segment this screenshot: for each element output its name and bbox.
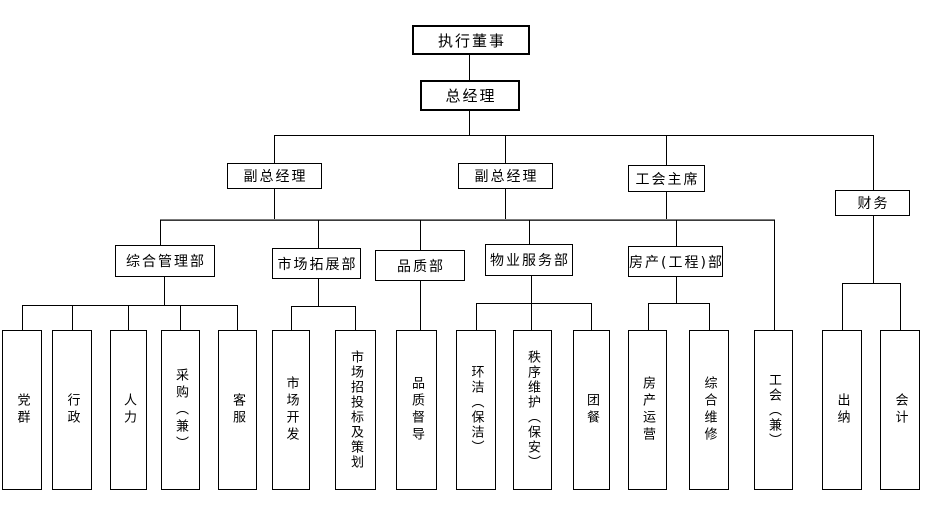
connector-line: [774, 220, 775, 330]
node-cleaning: 环洁（保洁）: [456, 330, 496, 490]
node-market-bidding-planning: 市场招投标及策划: [335, 330, 376, 490]
connector-line: [160, 220, 161, 245]
connector-line: [873, 135, 874, 190]
connector-line: [160, 219, 775, 221]
connector-line: [842, 283, 901, 284]
connector-line: [291, 306, 356, 307]
connector-line: [873, 216, 874, 283]
node-quality-supervision: 品质督导: [396, 330, 437, 490]
node-deputy-gm-2: 副总经理: [458, 163, 553, 189]
node-procurement: 采购（兼）: [161, 330, 200, 490]
node-market-expansion-dept: 市场拓展部: [272, 248, 361, 279]
node-real-estate-engineering-dept: 房产(工程)部: [628, 246, 723, 277]
connector-line: [237, 305, 238, 330]
node-deputy-gm-1: 副总经理: [227, 163, 322, 189]
connector-line: [22, 305, 23, 330]
connector-line: [591, 303, 592, 330]
connector-line: [676, 220, 677, 246]
node-order-maintenance: 秩序维护（保安）: [513, 330, 552, 490]
node-party-mass: 党群: [2, 330, 42, 490]
node-labor-union: 工会（兼）: [754, 330, 793, 490]
connector-line: [72, 305, 73, 330]
node-customer-service: 客服: [218, 330, 257, 490]
connector-line: [842, 283, 843, 330]
connector-line: [648, 303, 649, 330]
connector-line: [709, 303, 710, 330]
node-human-resources: 人力: [110, 330, 147, 490]
node-finance: 财务: [835, 190, 910, 216]
node-comprehensive-maintenance: 综合维修: [689, 330, 729, 490]
connector-line: [22, 305, 238, 306]
connector-line: [648, 303, 709, 304]
connector-line: [476, 303, 591, 304]
connector-line: [274, 135, 874, 136]
connector-line: [505, 189, 506, 220]
node-union-chairman: 工会主席: [628, 165, 705, 192]
connector-line: [900, 283, 901, 330]
node-group-catering: 团餐: [573, 330, 610, 490]
node-property-service-dept: 物业服务部: [485, 244, 573, 276]
connector-line: [666, 192, 667, 220]
node-market-development: 市场开发: [272, 330, 310, 490]
connector-line: [420, 281, 421, 330]
node-general-admin-dept: 综合管理部: [115, 245, 215, 277]
connector-line: [355, 306, 356, 330]
node-general-manager: 总经理: [420, 80, 520, 111]
connector-line: [318, 220, 319, 248]
connector-line: [666, 135, 667, 165]
connector-line: [274, 135, 275, 163]
node-administration: 行政: [52, 330, 92, 490]
connector-line: [529, 220, 530, 244]
connector-line: [318, 279, 319, 306]
node-quality-dept: 品质部: [375, 250, 465, 281]
connector-line: [469, 111, 470, 135]
connector-line: [128, 305, 129, 330]
connector-line: [164, 277, 165, 305]
connector-line: [274, 189, 275, 220]
connector-line: [420, 220, 421, 250]
connector-line: [505, 135, 506, 163]
node-cashier: 出纳: [822, 330, 862, 490]
connector-line: [476, 303, 477, 330]
node-real-estate-operation: 房产运营: [628, 330, 667, 490]
connector-line: [469, 55, 470, 80]
node-accountant: 会计: [880, 330, 920, 490]
connector-line: [676, 277, 677, 303]
connector-line: [180, 305, 181, 330]
node-executive-director: 执行董事: [412, 25, 530, 55]
connector-line: [291, 306, 292, 330]
